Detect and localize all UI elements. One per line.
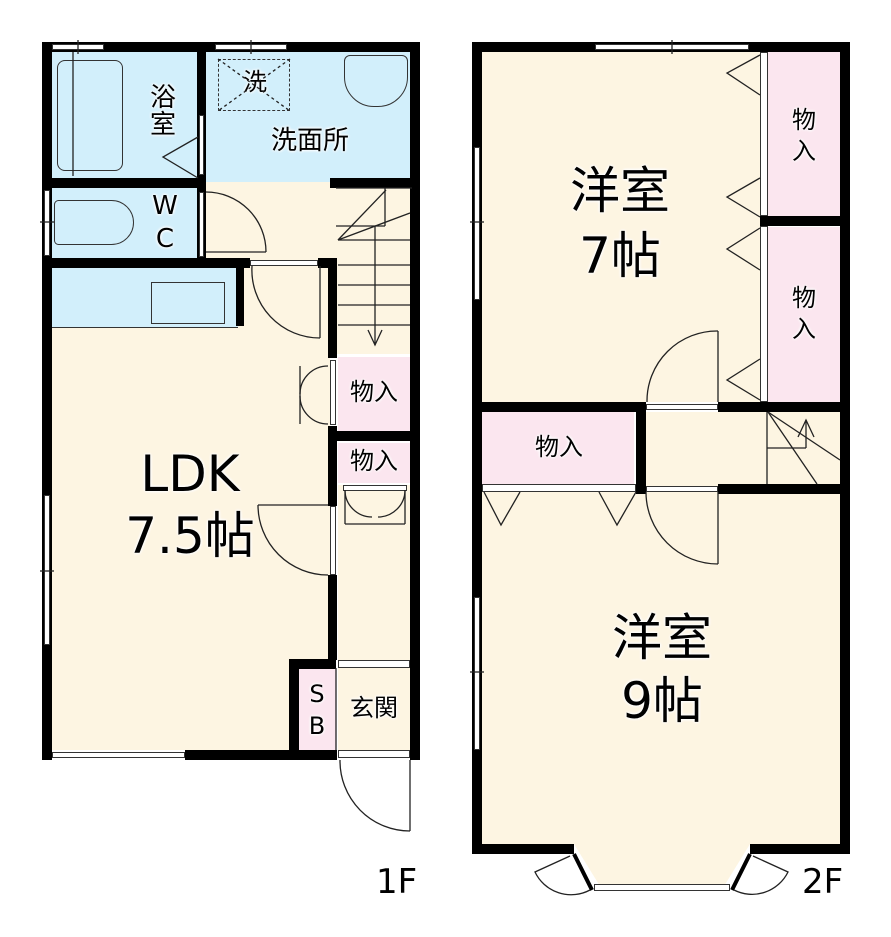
window [52, 752, 185, 758]
window [474, 597, 480, 750]
bath-label: 浴 室 [149, 83, 176, 141]
hall-area [206, 182, 336, 262]
wall [750, 844, 850, 854]
western-room-9-name: 洋室 [612, 609, 712, 667]
wall [472, 42, 482, 854]
closet-1-area [338, 357, 410, 431]
closet-middle-area [482, 412, 634, 484]
wall [236, 258, 244, 326]
wall [636, 402, 646, 494]
wall [330, 178, 420, 188]
wall [328, 426, 337, 506]
closet-2-label: 物入 [350, 447, 398, 475]
window [44, 495, 50, 645]
bay-window-area [574, 844, 750, 884]
closet-lower-label: 物 入 [792, 284, 816, 344]
window [595, 44, 749, 50]
shoebox-label: S B [308, 680, 326, 741]
closet-upper-label: 物 入 [792, 106, 816, 166]
wall [336, 431, 412, 441]
closet-middle-label: 物入 [535, 433, 583, 461]
wall [328, 575, 337, 660]
shoebox-area [298, 668, 336, 750]
wall [718, 484, 850, 494]
floor-2-label: 2F [802, 862, 844, 902]
door-frame [343, 485, 407, 491]
wall [185, 750, 337, 760]
western-room-9-area [482, 490, 840, 844]
closet-frame [760, 52, 768, 216]
door-frame [330, 360, 336, 425]
washbasin [344, 55, 408, 107]
entrance-label: 玄関 [350, 694, 398, 722]
door-frame [338, 660, 410, 668]
closet-frame [760, 226, 768, 402]
door-frame [646, 486, 718, 492]
bathtub [57, 60, 123, 171]
entrance-door-frame [338, 750, 410, 758]
western-room-7-size: 7帖 [579, 227, 661, 285]
closet-2-area [338, 443, 410, 483]
wall [42, 42, 52, 760]
wall [472, 844, 574, 854]
wall [42, 258, 250, 268]
closet-1-label: 物入 [350, 378, 398, 406]
closet-frame [482, 484, 636, 492]
kitchen-counter [52, 267, 238, 328]
washer-label: 洗 [243, 68, 267, 96]
western-room-9-size: 9帖 [621, 672, 703, 730]
kitchen-sink [151, 282, 225, 324]
window [44, 190, 50, 256]
wall [328, 258, 337, 358]
door-frame [330, 506, 336, 575]
landing-area [644, 412, 840, 490]
door-frame [250, 260, 318, 266]
wall [410, 42, 420, 760]
wall [840, 42, 850, 854]
closet-lower-area [768, 227, 840, 402]
window [474, 147, 480, 300]
floor-1-label: 1F [376, 862, 418, 902]
stair-area [336, 182, 412, 354]
corridor-area [338, 485, 410, 750]
closet-upper-area [768, 52, 840, 216]
window [52, 44, 104, 50]
wall [718, 402, 850, 412]
ldk-size-label: 7.5帖 [125, 507, 255, 565]
bay-window [594, 884, 730, 891]
wall [318, 258, 336, 268]
wc-label: W C [152, 191, 178, 254]
door-frame [199, 192, 204, 257]
western-room-7-name: 洋室 [570, 162, 670, 220]
wall [760, 216, 850, 226]
wall [289, 659, 299, 760]
wall [472, 402, 646, 412]
washroom-label: 洗面所 [270, 126, 349, 156]
door-frame [199, 115, 204, 175]
wall [289, 659, 336, 669]
toilet [54, 200, 134, 245]
door-frame [646, 404, 718, 410]
ldk-name-label: LDK [140, 445, 240, 503]
window [215, 44, 287, 50]
wall [42, 178, 206, 188]
